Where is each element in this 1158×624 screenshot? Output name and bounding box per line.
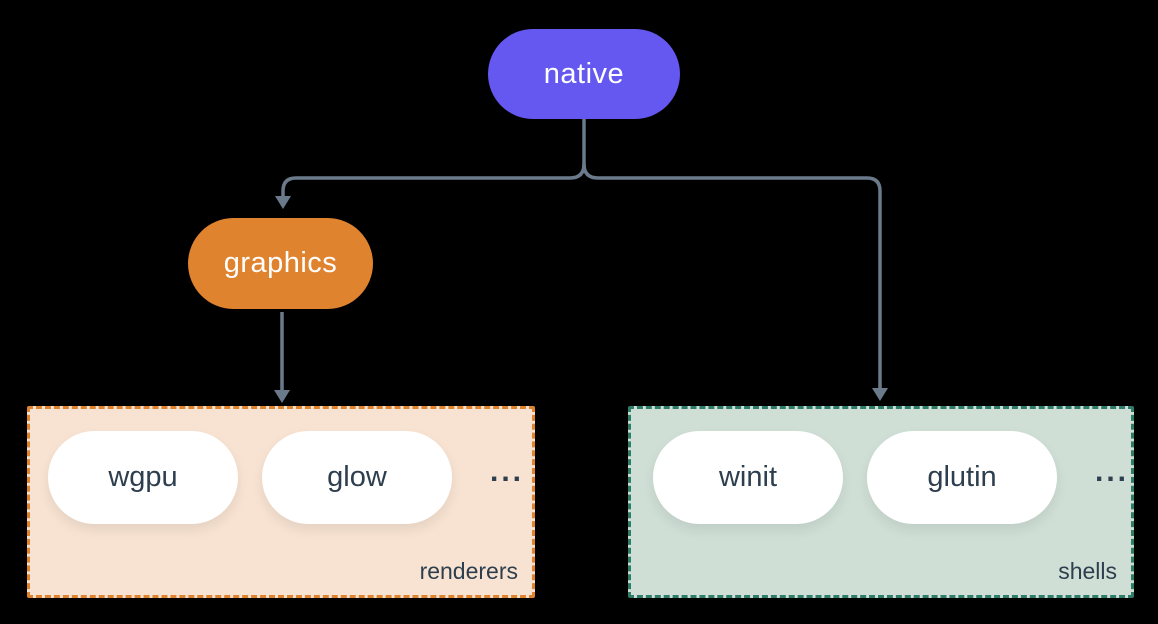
edge-native-graphics <box>281 163 586 196</box>
group-renderers: wgpu glow ... renderers <box>27 406 535 598</box>
renderers-ellipsis: ... <box>490 454 525 488</box>
group-shells-items: winit glutin ... <box>631 409 1131 524</box>
arrowhead-renderers <box>274 390 290 403</box>
node-graphics: graphics <box>188 218 373 309</box>
node-glow: glow <box>262 431 452 524</box>
group-renderers-label: renderers <box>419 558 518 584</box>
node-native-label: native <box>543 57 625 90</box>
node-winit-label: winit <box>718 461 777 493</box>
node-wgpu-label: wgpu <box>108 461 178 493</box>
group-shells-label: shells <box>1058 558 1117 584</box>
arrowhead-shells <box>872 388 888 401</box>
node-glutin-label: glutin <box>927 461 997 493</box>
node-winit: winit <box>653 431 843 524</box>
node-native: native <box>488 29 680 119</box>
node-graphics-label: graphics <box>223 247 338 279</box>
shells-ellipsis: ... <box>1095 454 1130 488</box>
group-renderers-items: wgpu glow ... <box>30 409 532 524</box>
node-glutin: glutin <box>867 431 1057 524</box>
edge-native-shells <box>582 163 882 388</box>
node-wgpu: wgpu <box>48 431 238 524</box>
group-shells: winit glutin ... shells <box>628 406 1134 598</box>
arrowhead-graphics <box>275 196 291 209</box>
node-glow-label: glow <box>327 461 387 493</box>
